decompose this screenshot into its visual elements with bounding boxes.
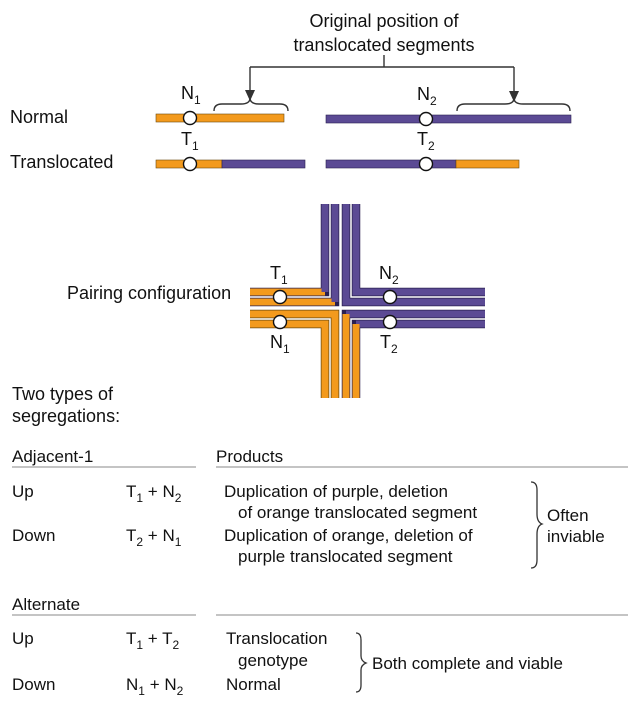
arrowhead-left — [245, 90, 255, 101]
centromere-n1 — [182, 110, 198, 126]
alternate-down-formula: N1 + N2 — [126, 675, 184, 698]
centromere-n2 — [418, 111, 434, 127]
pairing-marker-t1: T1 — [270, 263, 288, 287]
brace-orange-segment — [213, 97, 289, 112]
original-position-label-line2: translocated segments — [293, 35, 474, 55]
alternate-up-product-line1: Translocation — [226, 629, 327, 648]
adjacent-down-label: Down — [12, 526, 55, 545]
original-position-label-line1: Original position of — [309, 11, 459, 31]
centromere-t2 — [418, 156, 434, 172]
translocated-orange-segment — [455, 159, 520, 169]
pairing-configuration-label: Pairing configuration — [67, 283, 231, 303]
marker-t1: T1 — [181, 129, 199, 153]
normal-purple-chromosome — [325, 114, 572, 124]
adjacent-down-formula: T2 + N1 — [126, 526, 182, 549]
adjacent-up-label: Up — [12, 482, 34, 501]
products-heading: Products — [216, 447, 283, 466]
normal-row-label: Normal — [10, 107, 68, 127]
adjacent-verdict-line2: inviable — [547, 527, 605, 546]
adjacent-up-product-line1: Duplication of purple, deletion — [224, 482, 448, 501]
pairing-marker-n1: N1 — [270, 332, 290, 356]
pairing-cross — [250, 204, 485, 398]
adjacent-heading: Adjacent-1 — [12, 447, 93, 466]
alternate-up-product-line2: genotype — [238, 651, 308, 670]
original-position-pointer — [249, 55, 515, 93]
pairing-centromere-n2 — [382, 289, 398, 305]
segregation-title-line2: segregations: — [12, 406, 120, 426]
segregation-title-line1: Two types of — [12, 384, 114, 404]
translocated-row-label: Translocated — [10, 152, 113, 172]
adjacent-brace — [530, 481, 544, 569]
pairing-marker-t2: T2 — [380, 332, 398, 356]
alternate-heading: Alternate — [12, 595, 80, 614]
adjacent-down-product-line2: purple translocated segment — [238, 547, 453, 566]
centromere-t1 — [182, 156, 198, 172]
translocated-purple-part — [221, 159, 306, 169]
pairing-marker-n2: N2 — [379, 263, 399, 287]
alternate-up-label: Up — [12, 629, 34, 648]
adjacent-up-formula: T1 + N2 — [126, 482, 182, 505]
alternate-up-formula: T1 + T2 — [126, 629, 180, 652]
alternate-verdict: Both complete and viable — [372, 654, 563, 673]
adjacent-down-product-line1: Duplication of orange, deletion of — [224, 526, 473, 545]
alternate-down-label: Down — [12, 675, 55, 694]
arrowhead-right — [509, 91, 519, 102]
marker-n1: N1 — [181, 83, 201, 107]
translocated-purple-chromosome — [325, 159, 457, 169]
pairing-centromere-t1 — [272, 289, 288, 305]
marker-t2: T2 — [417, 129, 435, 153]
pairing-centromere-n1 — [272, 314, 288, 330]
adjacent-verdict-line1: Often — [547, 506, 589, 525]
adjacent-up-product-line2: of orange translocated segment — [238, 503, 477, 522]
marker-n2: N2 — [417, 84, 437, 108]
alternate-brace — [355, 632, 368, 693]
pairing-centromere-t2 — [382, 314, 398, 330]
normal-orange-chromosome — [155, 113, 285, 123]
brace-purple-segment — [456, 97, 571, 112]
alternate-down-product-line1: Normal — [226, 675, 281, 694]
